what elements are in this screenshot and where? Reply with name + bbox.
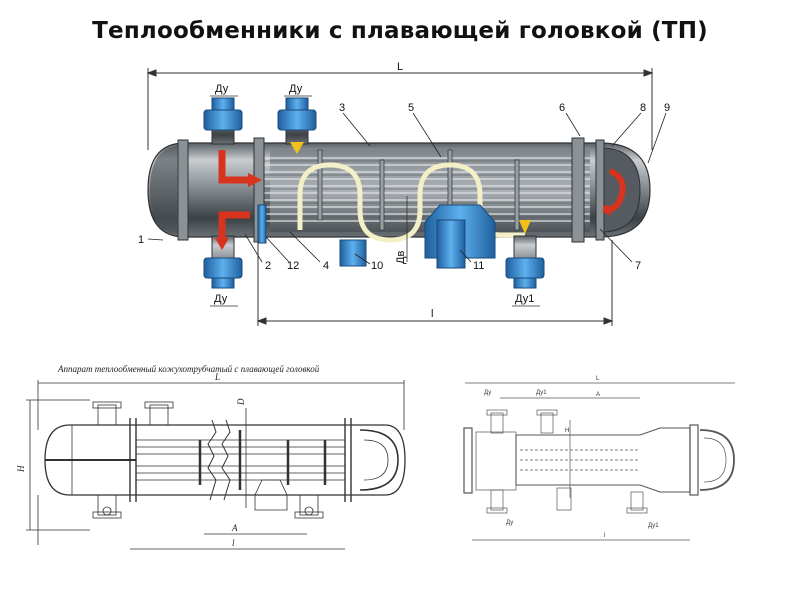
callout-12: 12 <box>287 260 299 272</box>
callout-10: 10 <box>371 260 383 272</box>
callout-6: 6 <box>559 102 565 114</box>
nozzle-label-r2: Ду1 <box>536 390 547 396</box>
callout-2: 2 <box>265 260 271 272</box>
shell-side-flow <box>297 162 525 243</box>
dim-l-left: l <box>232 538 235 548</box>
callout-8: 8 <box>640 102 646 114</box>
callout-9: 9 <box>664 102 670 114</box>
top-nozzle-right <box>277 97 317 154</box>
dimension-L-label: L <box>397 61 403 73</box>
dim-H-left: H <box>16 465 26 473</box>
top-nozzle-left <box>203 97 243 145</box>
drawing-caption: Аппарат теплообменный кожухотрубчатый с … <box>57 364 320 374</box>
dim-l-right: l <box>604 533 605 539</box>
dv-label: Дв <box>395 251 407 264</box>
dim-H-right: H <box>565 428 569 434</box>
tube-side-flow-in <box>218 150 250 184</box>
callout-11: 11 <box>473 260 484 272</box>
callout-1: 1 <box>138 234 144 246</box>
dimension-L <box>146 68 654 150</box>
callout-5: 5 <box>408 102 414 114</box>
nozzle-label-r4: Ду1 <box>648 523 659 529</box>
outlet-nozzle-11 <box>436 219 466 269</box>
dim-A-right: A <box>596 392 600 398</box>
dim-D-left: D <box>236 398 246 406</box>
bottom-nozzle-right <box>505 220 545 289</box>
nozzle-label-3: Ду <box>214 293 228 305</box>
callout-4: 4 <box>323 260 329 272</box>
callout-leaders <box>147 112 667 265</box>
nozzle-label-r3: Ду <box>506 520 513 526</box>
callout-7: 7 <box>635 260 641 272</box>
nozzle-label-1: Ду <box>215 83 229 95</box>
dimension-l <box>256 240 614 326</box>
nozzle-label-4: Ду1 <box>515 293 534 305</box>
dim-A-left: A <box>231 523 238 533</box>
nozzle-label-2: Ду <box>289 83 303 95</box>
nozzle-label-r1: Ду <box>484 390 491 396</box>
bottom-left-drawing: Аппарат теплообменный кожухотрубчатый с … <box>16 364 406 550</box>
top-3d-figure: L <box>138 61 670 326</box>
page-title: Теплообменники с плавающей головкой (ТП) <box>92 18 708 44</box>
drain-nozzle-10 <box>339 239 367 267</box>
dimension-l-label: l <box>431 308 433 320</box>
callout-3: 3 <box>339 102 345 114</box>
dim-L-right: L <box>596 376 600 382</box>
dim-L-left: L <box>214 372 220 382</box>
bottom-right-drawing: L A Ду Ду1 Ду Ду1 l H <box>463 376 735 541</box>
tube-side-flow-out <box>218 211 250 240</box>
